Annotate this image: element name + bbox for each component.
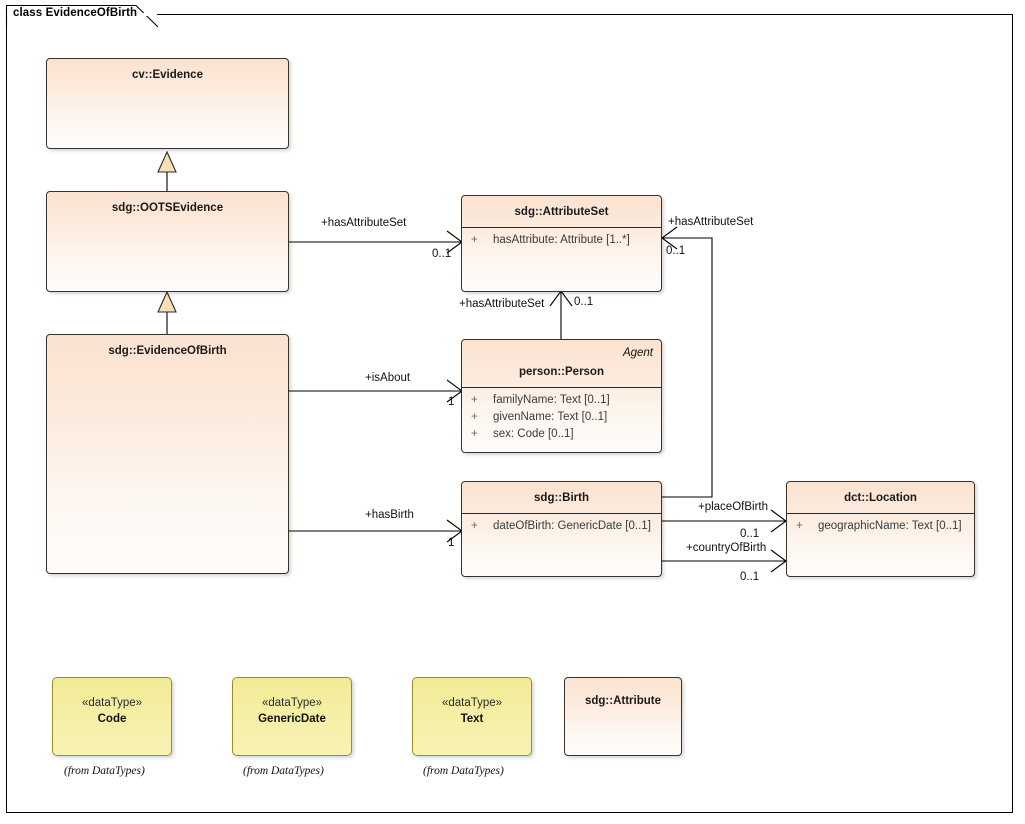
visibility-marker: + bbox=[796, 520, 803, 532]
edge-label-isabout: +isAbout bbox=[365, 372, 411, 384]
datatype-code[interactable]: «dataType» Code bbox=[52, 677, 172, 756]
attribute-compartment: + geographicName: Text [0..1] bbox=[787, 514, 974, 539]
attribute-compartment: + hasAttribute: Attribute [1..*] bbox=[462, 228, 661, 253]
datatype-package-label: (from DataTypes) bbox=[243, 765, 324, 777]
visibility-marker: + bbox=[471, 428, 478, 440]
datatype-stereotype: «dataType» bbox=[441, 697, 503, 709]
class-person-person[interactable]: Agent person::Person + familyName: Text [… bbox=[461, 339, 662, 453]
edge-label-placeofbirth: +placeOfBirth bbox=[698, 501, 768, 513]
class-name: cv::Evidence bbox=[132, 69, 203, 81]
diagram-tab-label: class EvidenceOfBirth bbox=[13, 7, 138, 19]
visibility-marker: + bbox=[471, 520, 478, 532]
edge-label-hasbirth: +hasBirth bbox=[365, 509, 414, 521]
edge-label-hasattributeset-person: +hasAttributeSet bbox=[459, 298, 545, 310]
attribute-compartment: + dateOfBirth: GenericDate [0..1] bbox=[462, 514, 661, 539]
class-name: sdg::Birth bbox=[462, 482, 661, 514]
class-sdg-ootsevidence[interactable]: sdg::OOTSEvidence bbox=[46, 191, 289, 292]
visibility-marker: + bbox=[471, 411, 478, 423]
attribute-row: + geographicName: Text [0..1] bbox=[787, 518, 974, 535]
class-name: sdg::OOTSEvidence bbox=[111, 202, 224, 214]
multiplicity-attributeset-from-person: 0..1 bbox=[574, 296, 594, 308]
attribute-row: + sex: Code [0..1] bbox=[462, 426, 661, 443]
datatype-name: GenericDate bbox=[258, 713, 326, 725]
multiplicity-location-place: 0..1 bbox=[740, 528, 760, 540]
visibility-marker: + bbox=[471, 394, 478, 406]
datatype-name: Text bbox=[460, 713, 484, 725]
attribute-text: hasAttribute: Attribute [1..*] bbox=[493, 234, 630, 246]
visibility-marker: + bbox=[471, 234, 478, 246]
attribute-row: + dateOfBirth: GenericDate [0..1] bbox=[462, 518, 661, 535]
multiplicity-attributeset-from-birth: 0..1 bbox=[666, 245, 686, 257]
edge-label-countryofbirth: +countryOfBirth bbox=[686, 542, 767, 554]
class-dct-location[interactable]: dct::Location + geographicName: Text [0..… bbox=[786, 481, 975, 577]
datatype-stereotype: «dataType» bbox=[261, 697, 323, 709]
attribute-text: dateOfBirth: GenericDate [0..1] bbox=[493, 520, 651, 532]
class-name-block: Agent person::Person bbox=[462, 340, 661, 388]
datatype-genericdate[interactable]: «dataType» GenericDate bbox=[232, 677, 352, 756]
attribute-text: geographicName: Text [0..1] bbox=[818, 520, 962, 532]
datatype-name: Code bbox=[97, 713, 127, 725]
datatype-package-label: (from DataTypes) bbox=[423, 765, 504, 777]
multiplicity-birth-from-eob: 1 bbox=[448, 537, 455, 549]
multiplicity-person-from-eob: 1 bbox=[448, 396, 455, 408]
class-stereotype: Agent bbox=[622, 347, 653, 359]
class-name: dct::Location bbox=[787, 482, 974, 514]
attribute-text: givenName: Text [0..1] bbox=[493, 411, 608, 423]
edge-label-hasattributeset-birth: +hasAttributeSet bbox=[668, 216, 754, 228]
attribute-row: + hasAttribute: Attribute [1..*] bbox=[462, 232, 661, 249]
attribute-compartment: + familyName: Text [0..1] + givenName: Tex… bbox=[462, 388, 661, 447]
class-name: sdg::Attribute bbox=[584, 695, 661, 707]
attribute-row: + givenName: Text [0..1] bbox=[462, 409, 661, 426]
class-name: person::Person bbox=[519, 366, 604, 378]
class-sdg-evidenceofbirth[interactable]: sdg::EvidenceOfBirth bbox=[46, 334, 289, 574]
datatype-stereotype: «dataType» bbox=[81, 697, 143, 709]
class-sdg-attributeset[interactable]: sdg::AttributeSet + hasAttribute: Attribu… bbox=[461, 195, 662, 292]
edge-label-hasattributeset-oots: +hasAttributeSet bbox=[321, 217, 407, 229]
attribute-text: familyName: Text [0..1] bbox=[493, 394, 610, 406]
multiplicity-location-country: 0..1 bbox=[740, 571, 760, 583]
class-sdg-attribute[interactable]: sdg::Attribute bbox=[564, 677, 682, 756]
attribute-row: + familyName: Text [0..1] bbox=[462, 392, 661, 409]
class-name: sdg::AttributeSet bbox=[462, 196, 661, 228]
attribute-text: sex: Code [0..1] bbox=[493, 428, 574, 440]
class-cv-evidence[interactable]: cv::Evidence bbox=[46, 58, 289, 149]
datatype-package-label: (from DataTypes) bbox=[64, 765, 145, 777]
multiplicity-attributeset-from-oots: 0..1 bbox=[432, 248, 452, 260]
class-sdg-birth[interactable]: sdg::Birth + dateOfBirth: GenericDate [0.… bbox=[461, 481, 662, 577]
datatype-text[interactable]: «dataType» Text bbox=[412, 677, 532, 756]
class-name: sdg::EvidenceOfBirth bbox=[108, 345, 227, 357]
